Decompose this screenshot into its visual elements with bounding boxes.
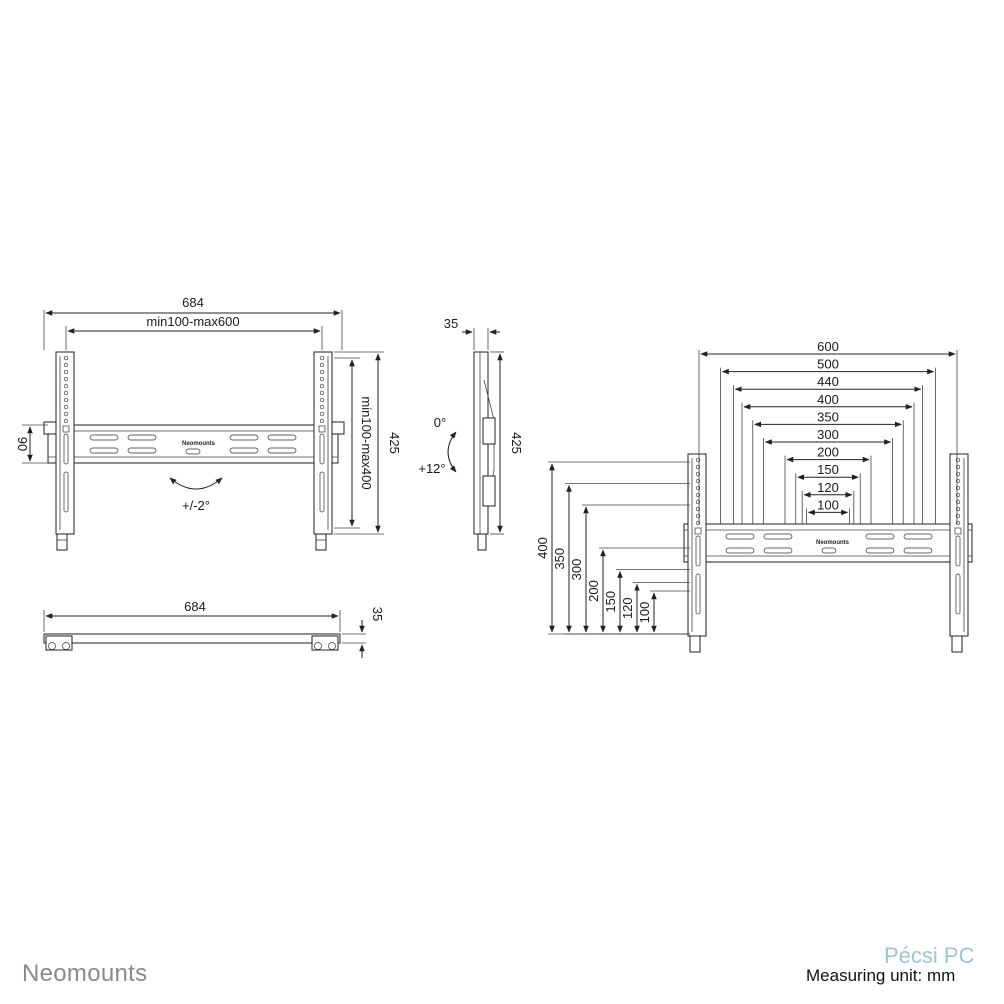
vesa-h-label: 400: [817, 392, 839, 407]
vesa-v-label: 350: [552, 548, 567, 570]
dim-vertical-spacing: min100-max400: [359, 396, 374, 489]
vesa-v-label: 100: [637, 602, 652, 624]
vesa-h-label: 440: [817, 374, 839, 389]
right-top-bracket: [311, 635, 339, 651]
vesa-h-label: 300: [817, 427, 839, 442]
vesa-v-label: 200: [586, 580, 601, 602]
top-bar: [43, 633, 341, 644]
front-view: Neomounts 684 min100-max600: [15, 295, 402, 551]
watermark: Pécsi PC: [884, 943, 975, 968]
vesa-bar-slots: [725, 533, 933, 554]
vesa-h-label: 150: [817, 462, 839, 477]
dim-top-depth: 35: [370, 607, 385, 621]
vesa-right-rail: [949, 453, 969, 653]
vesa-h-label: 100: [817, 497, 839, 512]
left-top-bracket: [45, 635, 73, 651]
vesa-h-label: 500: [817, 357, 839, 372]
vesa-plate-logo: Neomounts: [816, 540, 850, 546]
vesa-h-label: 600: [817, 339, 839, 354]
dim-rail-height: 425: [387, 432, 402, 454]
dim-top-width: 684: [184, 599, 206, 614]
vesa-v-label: 300: [569, 559, 584, 581]
tilt-max-label: +12°: [418, 461, 445, 476]
measuring-unit: Measuring unit: mm: [806, 966, 956, 985]
vesa-v-label: 150: [603, 591, 618, 613]
dim-overall-width: 684: [182, 295, 204, 310]
tilt-min-label: 0°: [434, 415, 446, 430]
vesa-view: Neomounts 600500440400350300200150120100…: [535, 339, 973, 653]
vesa-v-label: 400: [535, 537, 550, 559]
dim-side-depth: 35: [444, 316, 458, 331]
side-view: 35 425 0° +12°: [418, 316, 524, 551]
vesa-v-label: 120: [620, 597, 635, 619]
cross-bar-slots: [89, 434, 297, 455]
dim-bar-height: 90: [15, 437, 30, 451]
vesa-h-label: 120: [817, 480, 839, 495]
dim-rail-spacing: min100-max600: [146, 314, 239, 329]
vesa-left-rail: [687, 453, 707, 653]
vesa-h-label: 200: [817, 445, 839, 460]
left-rail: [55, 351, 75, 551]
plate-logo: Neomounts: [182, 441, 216, 447]
brand-logo: Neomounts: [22, 960, 148, 987]
top-view: 684 35: [43, 599, 385, 658]
dim-side-height: 425: [509, 432, 524, 454]
lateral-adjust-label: +/-2°: [182, 498, 210, 513]
right-rail: [313, 351, 333, 551]
vesa-horizontal-dimensions: 600 500 440 400 350 300 200 150 120 100: [698, 339, 958, 524]
vesa-h-label: 350: [817, 409, 839, 424]
